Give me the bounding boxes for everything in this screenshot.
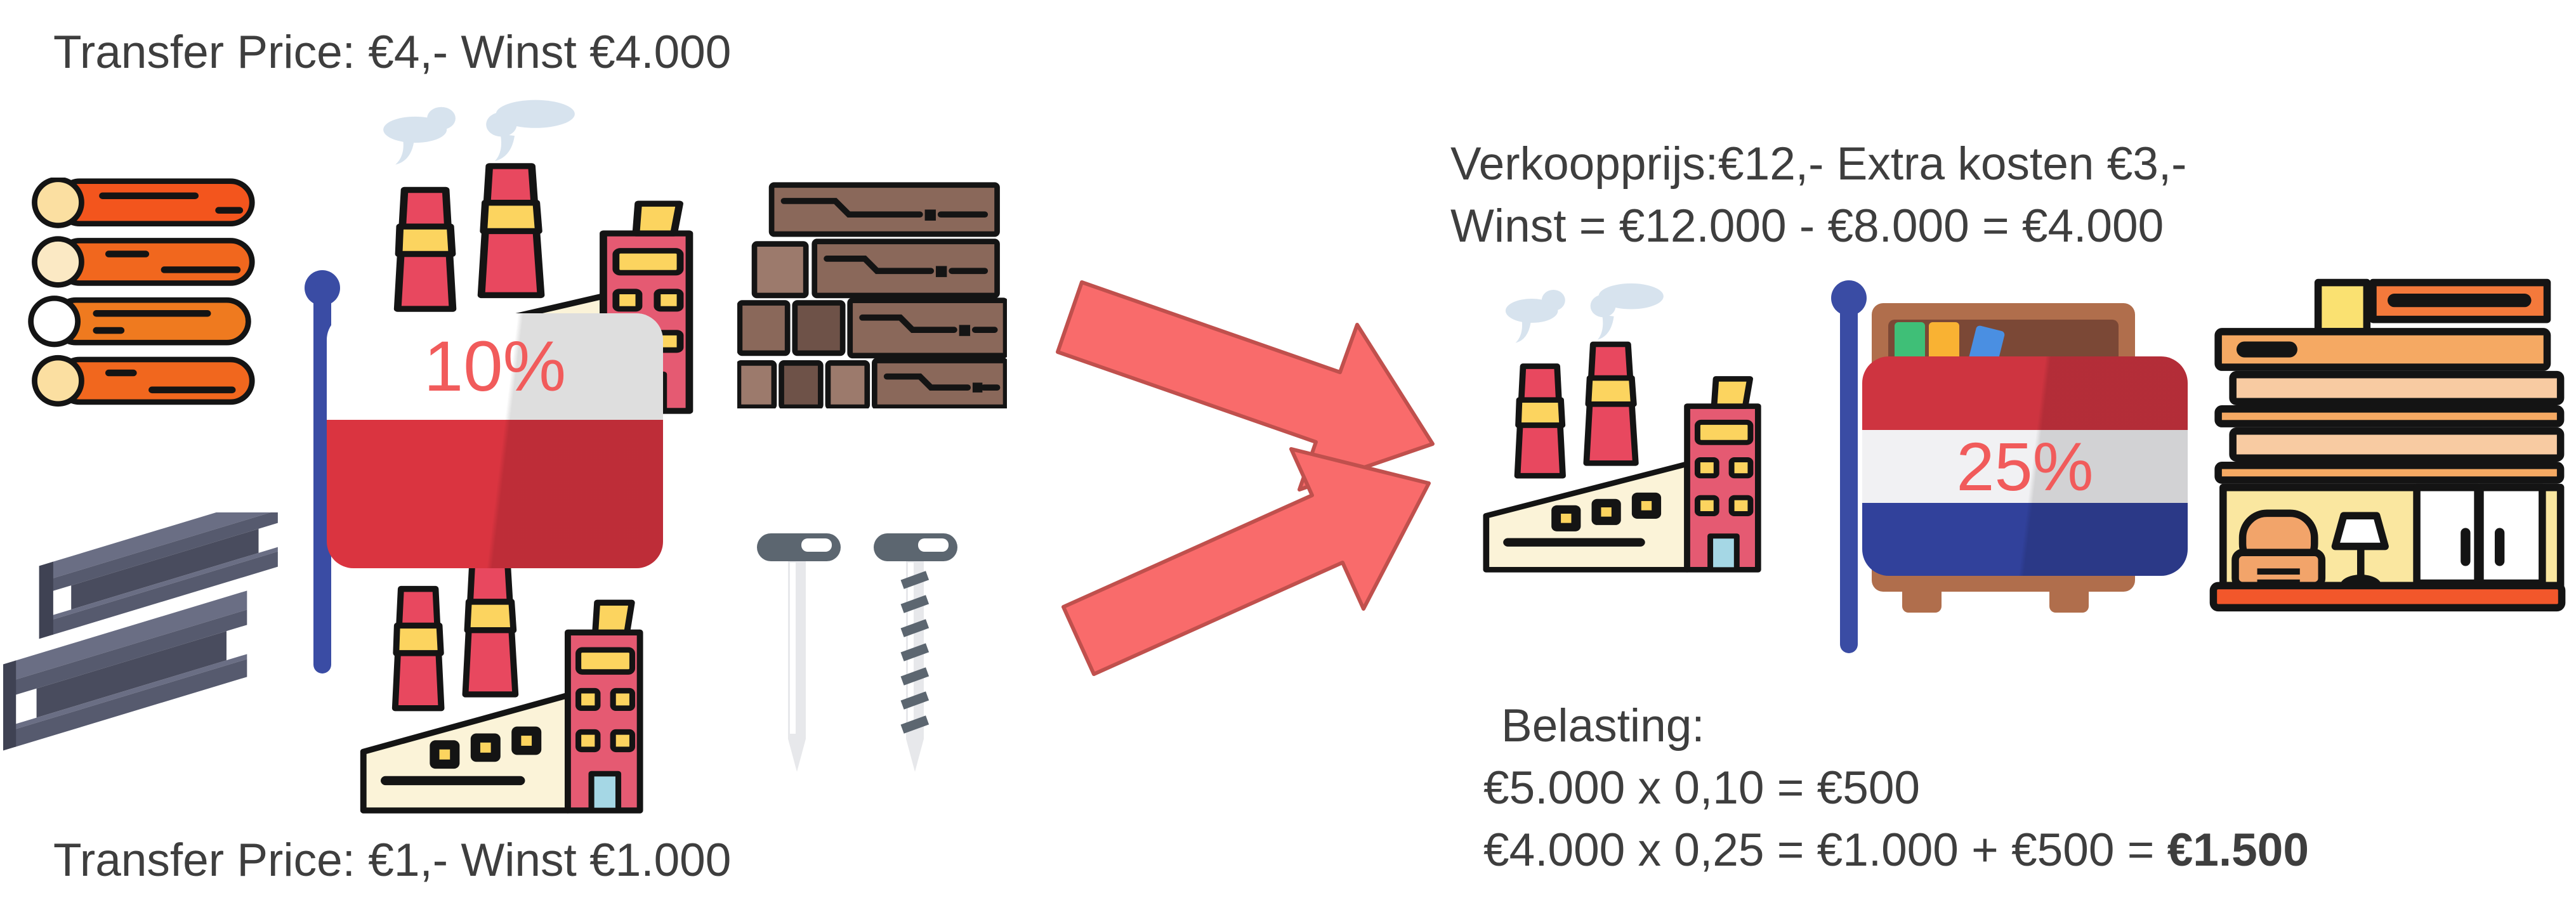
bookshelf-foot [2049,590,2089,613]
factory-icon [1472,283,1765,573]
tax-title: Belasting: [1501,700,1705,752]
bookshelf-foot [1902,590,1942,613]
arrow-right-icon [1061,447,1431,676]
poland-flag-white-band: 10% [327,313,663,420]
wood-planks-icon [737,182,1007,408]
nl-flag-blue-band [1862,503,2188,576]
transfer-price-bottom-text: Transfer Price: €1,- Winst €1.000 [53,835,732,886]
furniture-store-icon [2205,275,2570,613]
arrow-right-icon [1056,280,1435,491]
steel-beams-icon [3,512,278,752]
transfer-arrows [1056,280,1435,676]
factory-icon [349,557,647,814]
netherlands-flag-icon: 25% [1862,356,2188,576]
sales-price-text: Verkoopprijs:€12,- Extra kosten €3,- Win… [1450,133,2186,257]
tax-calculation-text: Belasting: €5.000 x 0,10 = €500 €4.000 x… [1483,695,2309,882]
netherlands-tax-rate-label: 25% [1956,427,2094,505]
nl-flag-red-band [1862,356,2188,430]
netherlands-flagpole [1840,293,1858,653]
nl-flag-white-band: 25% [1862,430,2188,503]
transfer-price-top-text: Transfer Price: €4,- Winst €4.000 [53,27,732,78]
poland-flag-red-band [327,420,663,568]
tax-line2-total: €1.500 [2167,824,2309,876]
poland-flag-icon: 10% [327,313,663,568]
tax-line1: €5.000 x 0,10 = €500 [1483,762,1921,814]
sales-price-line1: Verkoopprijs:€12,- Extra kosten €3,- [1450,138,2187,190]
logs-icon [28,178,255,407]
tax-line2-prefix: €4.000 x 0,25 = €1.000 + €500 = [1483,824,2167,876]
tax-line2: €4.000 x 0,25 = €1.000 + €500 = €1.500 [1483,819,2309,882]
nails-icon [757,533,957,772]
poland-tax-rate-label: 10% [423,327,567,406]
sales-price-line2: Winst = €12.000 - €8.000 = €4.000 [1450,200,2164,252]
